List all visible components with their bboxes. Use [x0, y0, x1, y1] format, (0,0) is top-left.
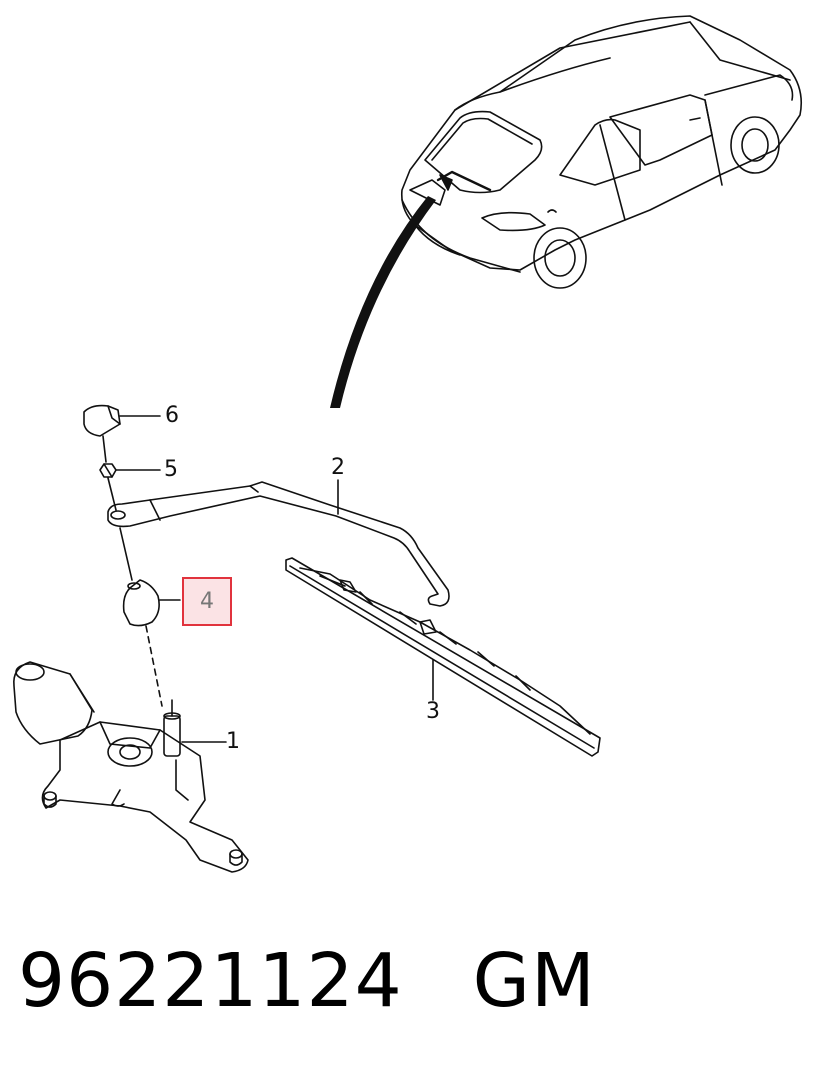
assembly-axis: [119, 527, 133, 581]
part-3-wiper-blade: [285, 557, 601, 757]
part-5-nut: [99, 463, 161, 478]
callout-6: 6: [165, 403, 179, 428]
part-4-rubber-cap: [122, 579, 181, 627]
callout-4: 4: [200, 589, 214, 614]
footer: 96221124 GM: [18, 938, 596, 1024]
part-1-wiper-motor: [13, 661, 249, 873]
brand-label: GM: [472, 938, 596, 1024]
part-2-wiper-arm: [107, 479, 450, 607]
callout-2: 2: [331, 455, 345, 480]
part-number: 96221124: [18, 938, 403, 1024]
highlighted-callout-4[interactable]: 4: [182, 577, 232, 626]
leader-arrow: [330, 196, 436, 408]
part-6-cap: [83, 404, 161, 437]
car-illustration: [400, 15, 803, 289]
callout-5: 5: [164, 457, 178, 482]
assembly-axis: [102, 435, 107, 463]
assembly-axis: [145, 625, 163, 707]
callout-1: 1: [226, 729, 240, 754]
callout-3: 3: [426, 699, 440, 724]
